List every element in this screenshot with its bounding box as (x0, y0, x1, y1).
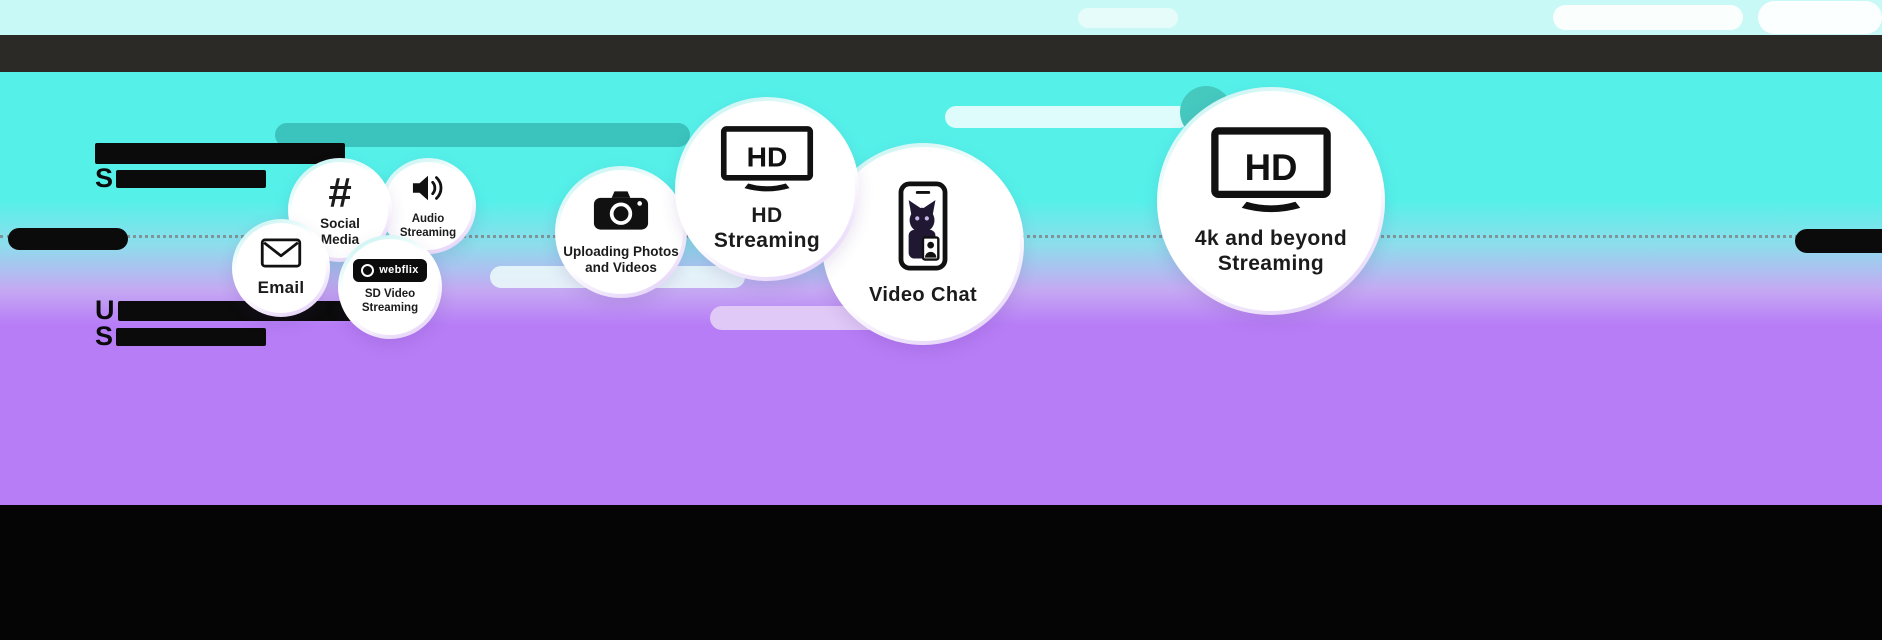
bubble-hd-streaming: HD HD Streaming (675, 97, 859, 281)
redacted-letter: U (95, 295, 115, 325)
bubble-label: Video Chat (868, 283, 978, 306)
bubble-4k-streaming: HD 4k and beyond Streaming (1157, 87, 1385, 315)
trail-pill-white (945, 106, 1190, 128)
svg-text:HD: HD (1245, 146, 1298, 187)
footer-bar (0, 505, 1882, 640)
bubble-uploading-photos-videos: Uploading Photos and Videos (555, 166, 687, 298)
bubble-label: SD Video Streaming (361, 287, 419, 314)
hd-tv-icon: HD (720, 125, 814, 198)
webflix-ring-icon (361, 263, 375, 277)
redacted-text-bar (1795, 229, 1882, 253)
envelope-icon (260, 238, 302, 273)
speaker-icon (410, 172, 446, 209)
bubble-video-chat: Video Chat (822, 143, 1024, 345)
bubble-label: HD Streaming (713, 203, 821, 252)
bubble-label: Social Media (320, 216, 360, 247)
redacted-text-bar: S (95, 321, 267, 351)
bubble-email: Email (232, 219, 330, 317)
webflix-logo-text: webflix (379, 264, 419, 277)
redacted-text-bar: U (95, 297, 358, 324)
redacted-text-bar: S (95, 163, 267, 193)
redacted-letter: S (95, 321, 114, 351)
redacted-text-bar (95, 143, 345, 164)
cloud-shape (1553, 5, 1743, 30)
header-bar (0, 35, 1882, 72)
bubble-sd-video-streaming: webflix SD Video Streaming (338, 235, 442, 339)
cloud-shape (1078, 8, 1178, 28)
hashtag-icon: # (328, 169, 352, 217)
bubble-label: Email (257, 277, 305, 297)
svg-text:HD: HD (747, 140, 788, 172)
bubble-label: 4k and beyond Streaming (1194, 226, 1348, 275)
top-strip (0, 0, 1882, 35)
bubble-label: Audio Streaming (399, 212, 457, 239)
webflix-logo: webflix (353, 258, 427, 282)
redacted-text-bar (8, 228, 128, 250)
bubble-audio-streaming: Audio Streaming (380, 158, 476, 254)
camera-icon (593, 189, 649, 236)
bubble-label: Uploading Photos and Videos (563, 243, 679, 275)
redacted-letter: S (95, 163, 114, 193)
phone-video-chat-icon (896, 181, 950, 276)
hd-tv-icon: HD (1210, 126, 1332, 219)
cloud-shape (1758, 1, 1882, 34)
